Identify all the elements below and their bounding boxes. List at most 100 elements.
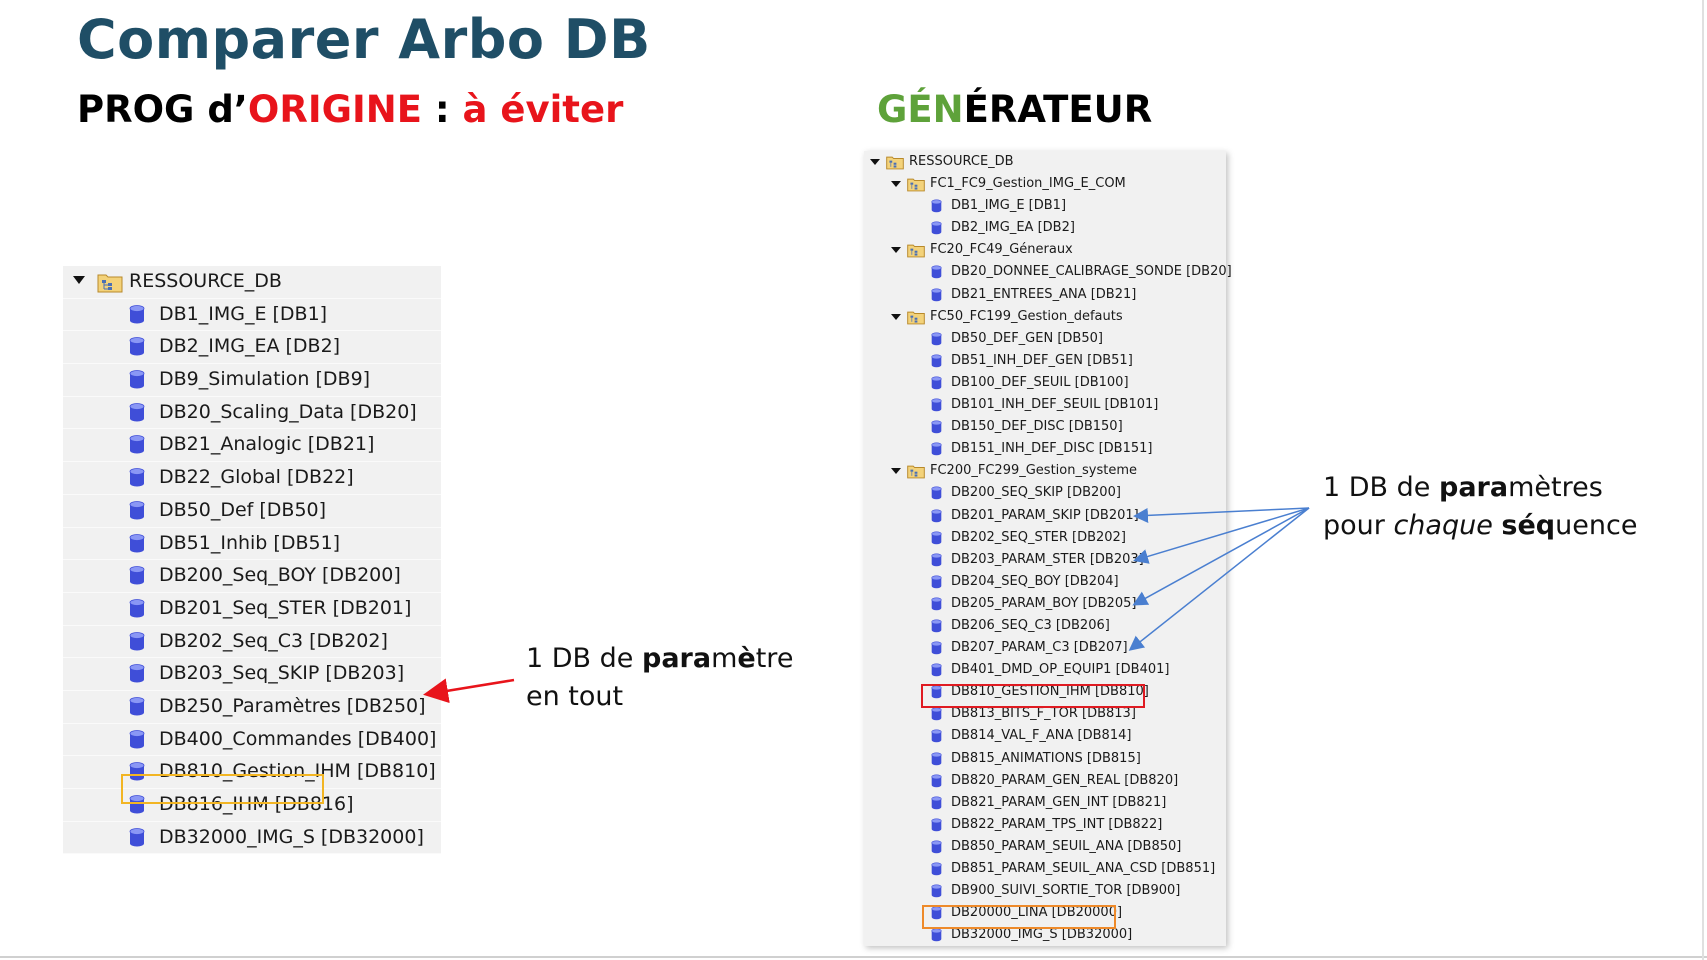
database-icon (129, 336, 145, 362)
database-icon (129, 369, 145, 395)
tree-item[interactable]: DB32000_IMG_S [DB32000] (63, 822, 441, 855)
tree-item-label: DB20_Scaling_Data [DB20] (159, 400, 417, 423)
tree-item-label: DB203_PARAM_STER [DB203] (951, 551, 1144, 567)
tree-item[interactable]: DB201_PARAM_SKIP [DB201] (864, 505, 1226, 527)
annotation-left-line2: en tout (526, 681, 624, 712)
tree-item-label: DB151_INH_DEF_DISC [DB151] (951, 441, 1153, 457)
database-icon (931, 774, 942, 792)
tree-item[interactable]: DB204_SEQ_BOY [DB204] (864, 571, 1226, 593)
tree-item[interactable]: DB900_SUIVI_SORTIE_TOR [DB900] (864, 880, 1226, 902)
tree-item[interactable]: DB401_DMD_OP_EQUIP1 [DB401] (864, 659, 1226, 681)
tree-item-label: DB813_BITS_F_TOR [DB813] (951, 706, 1136, 722)
tree-item[interactable]: DB810_Gestion_IHM [DB810] (63, 756, 441, 789)
tree-item[interactable]: DB814_VAL_F_ANA [DB814] (864, 725, 1226, 747)
tree-group[interactable]: FC50_FC199_Gestion_defauts (864, 306, 1226, 328)
tree-item[interactable]: DB101_INH_DEF_SEUIL [DB101] (864, 394, 1226, 416)
left-heading-sep: : (421, 88, 463, 131)
tree-item[interactable]: DB2_IMG_EA [DB2] (63, 331, 441, 365)
tree-item-label: DB202_SEQ_STER [DB202] (951, 529, 1126, 545)
triangle-down-icon[interactable] (891, 181, 901, 188)
tree-item[interactable]: DB32000_IMG_S [DB32000] (864, 924, 1226, 946)
tree-item[interactable]: DB250_Paramètres [DB250] (63, 691, 441, 724)
tree-item[interactable]: DB206_SEQ_C3 [DB206] (864, 615, 1226, 637)
triangle-down-icon[interactable] (73, 276, 85, 284)
tree-item[interactable]: DB2_IMG_EA [DB2] (864, 217, 1226, 239)
tree-item[interactable]: DB51_INH_DEF_GEN [DB51] (864, 350, 1226, 372)
right-border (1702, 0, 1704, 960)
tree-item[interactable]: DB20_DONNEE_CALIBRAGE_SONDE [DB20] (864, 261, 1232, 283)
tree-item[interactable]: DB21_Analogic [DB21] (63, 429, 441, 463)
annotation-text: mètres (1508, 472, 1603, 503)
tree-item[interactable]: DB203_PARAM_STER [DB203] (864, 549, 1226, 571)
highlight-db816-box (121, 774, 324, 804)
annotation-right: 1 DB de paramètres pour chaque séquence (1323, 469, 1637, 545)
tree-item[interactable]: DB9_Simulation [DB9] (63, 364, 441, 397)
database-icon (931, 420, 942, 438)
tree-item-label: DB101_INH_DEF_SEUIL [DB101] (951, 397, 1159, 413)
tree-group[interactable]: FC1_FC9_Gestion_IMG_E_COM (864, 173, 1226, 195)
annotation-text-bold: è (737, 643, 756, 674)
tree-item-label: DB810_GESTION_IHM [DB810] (951, 684, 1149, 700)
tree-item-label: DB150_DEF_DISC [DB150] (951, 419, 1123, 435)
tree-item[interactable]: DB203_Seq_SKIP [DB203] (63, 658, 441, 691)
database-icon (931, 486, 942, 504)
tree-group[interactable]: FC200_FC299_Gestion_systeme (864, 460, 1226, 482)
triangle-down-icon[interactable] (891, 247, 901, 254)
triangle-down-icon[interactable] (870, 159, 880, 165)
tree-item-label: DB1_IMG_E [DB1] (951, 198, 1067, 214)
tree-item[interactable]: DB1_IMG_E [DB1] (864, 195, 1226, 217)
tree-item-label: DB814_VAL_F_ANA [DB814] (951, 728, 1132, 744)
tree-item[interactable]: DB815_ANIMATIONS [DB815] (864, 748, 1226, 770)
tree-item-label: DB50_DEF_GEN [DB50] (951, 330, 1103, 346)
triangle-down-icon[interactable] (891, 313, 901, 320)
tree-item[interactable]: DB205_PARAM_BOY [DB205] (864, 593, 1226, 615)
tree-item[interactable]: DB50_DEF_GEN [DB50] (864, 328, 1226, 350)
tree-root-row[interactable]: RESSOURCE_DB (864, 151, 1226, 173)
tree-item[interactable]: DB20_Scaling_Data [DB20] (63, 397, 441, 430)
tree-item[interactable]: DB850_PARAM_SEUIL_ANA [DB850] (864, 836, 1226, 858)
tree-item-label: DB816_IHM [DB816] (159, 793, 354, 815)
tree-item[interactable]: DB813_BITS_F_TOR [DB813] (864, 703, 1226, 725)
tree-item-label: DB400_Commandes [DB400] (159, 727, 437, 750)
tree-group[interactable]: FC20_FC49_Géneraux (864, 239, 1226, 261)
left-project-tree: RESSOURCE_DB DB1_IMG_E [DB1]DB2_IMG_EA [… (63, 266, 441, 855)
database-icon (931, 707, 942, 725)
tree-item[interactable]: DB202_SEQ_STER [DB202] (864, 527, 1226, 549)
tree-item[interactable]: DB50_Def [DB50] (63, 495, 441, 528)
tree-item[interactable]: DB51_Inhib [DB51] (63, 528, 441, 561)
database-icon (129, 761, 145, 787)
tree-item[interactable]: DB400_Commandes [DB400] (63, 724, 441, 757)
tree-item[interactable]: DB151_INH_DEF_DISC [DB151] (864, 438, 1226, 460)
annotation-text: 1 DB de (526, 643, 642, 674)
database-icon (931, 553, 942, 571)
tree-item[interactable]: DB200_Seq_BOY [DB200] (63, 560, 441, 593)
tree-item[interactable]: DB100_DEF_SEUIL [DB100] (864, 372, 1226, 394)
tree-item[interactable]: DB821_PARAM_GEN_INT [DB821] (864, 792, 1226, 814)
tree-item[interactable]: DB21_ENTREES_ANA [DB21] (864, 284, 1226, 306)
tree-item[interactable]: DB822_PARAM_TPS_INT [DB822] (864, 814, 1226, 836)
tree-item-label: DB32000_IMG_S [DB32000] (159, 825, 424, 848)
tree-item[interactable]: DB200_SEQ_SKIP [DB200] (864, 482, 1226, 504)
tree-item[interactable]: DB810_GESTION_IHM [DB810] (864, 681, 1226, 703)
tree-item-label: DB200_Seq_BOY [DB200] (159, 564, 401, 587)
triangle-down-icon[interactable] (891, 468, 901, 475)
tree-item[interactable]: DB22_Global [DB22] (63, 462, 441, 495)
tree-item-label: DB20_DONNEE_CALIBRAGE_SONDE [DB20] (951, 264, 1232, 280)
tree-item[interactable]: DB20000_LINA [DB20000] (864, 902, 1226, 924)
database-icon (931, 796, 942, 814)
tree-root-label: RESSOURCE_DB (129, 270, 282, 292)
annotation-text-bold: para (642, 643, 712, 674)
tree-item[interactable]: DB202_Seq_C3 [DB202] (63, 626, 441, 659)
tree-item[interactable]: DB820_PARAM_GEN_REAL [DB820] (864, 770, 1226, 792)
database-icon (931, 906, 942, 924)
tree-root-row[interactable]: RESSOURCE_DB (63, 266, 441, 299)
tree-item-label: DB207_PARAM_C3 [DB207] (951, 640, 1128, 656)
tree-item[interactable]: DB150_DEF_DISC [DB150] (864, 416, 1226, 438)
annotation-text: tre (755, 643, 794, 674)
tree-item[interactable]: DB201_Seq_STER [DB201] (63, 593, 441, 626)
left-heading-ori: ORIGINE (247, 88, 422, 131)
tree-item[interactable]: DB851_PARAM_SEUIL_ANA_CSD [DB851] (864, 858, 1226, 880)
tree-item[interactable]: DB207_PARAM_C3 [DB207] (864, 637, 1226, 659)
tree-item[interactable]: DB1_IMG_E [DB1] (63, 299, 441, 332)
database-icon (931, 398, 942, 416)
